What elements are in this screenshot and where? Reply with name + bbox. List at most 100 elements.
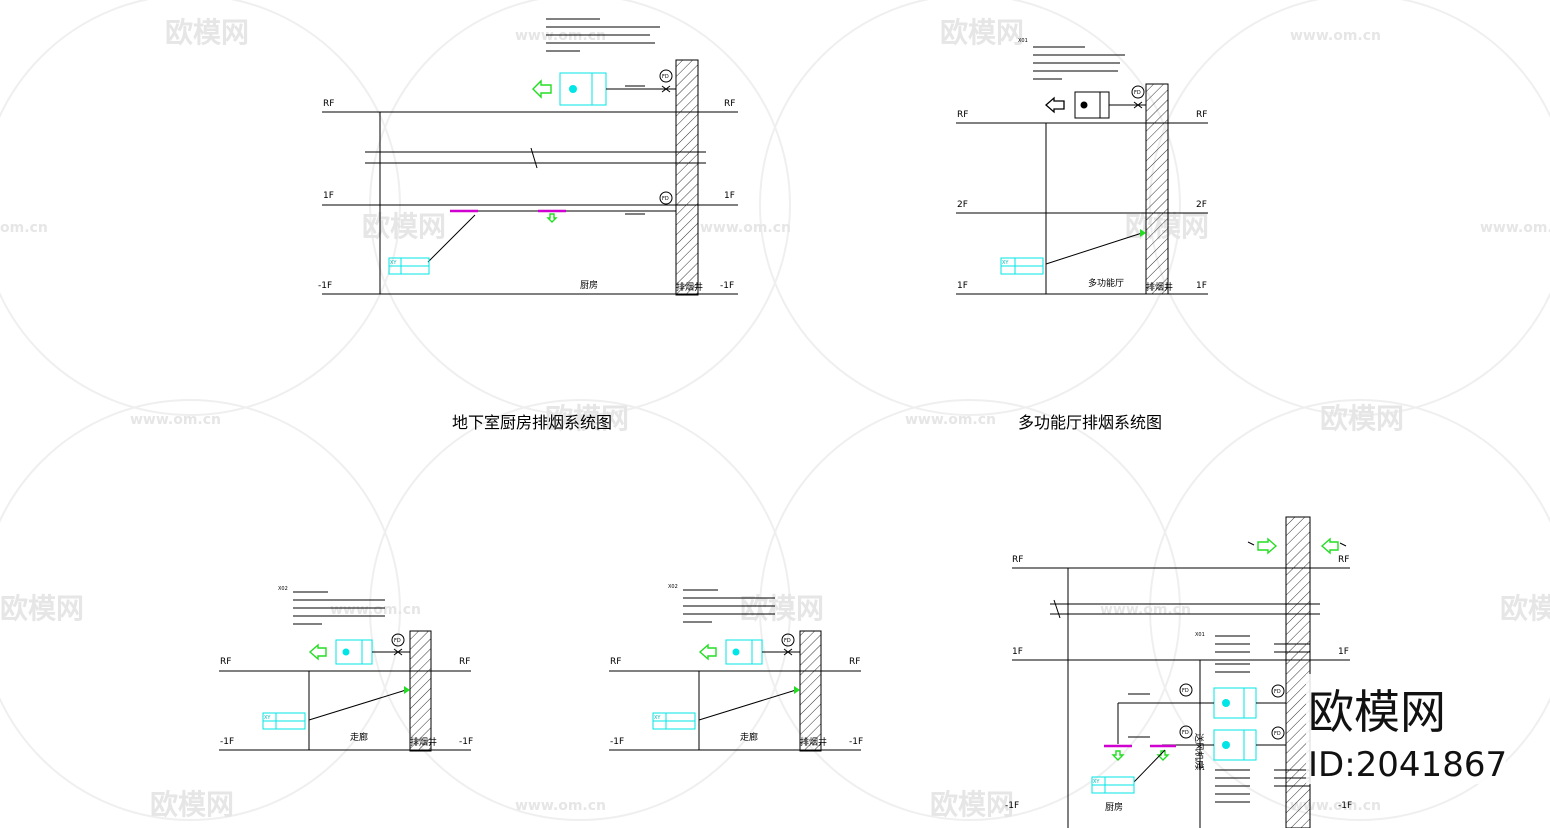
floor-label-1f: 1F (1012, 647, 1023, 657)
fire-damper-label: FD (662, 74, 669, 80)
floor-label-rf: RF (610, 657, 621, 667)
watermark-brand: 欧模网 (1320, 402, 1404, 435)
airflow-arrow-icon (1156, 750, 1170, 761)
exhaust-fan (308, 639, 373, 665)
exhaust-fan (1045, 91, 1110, 119)
exhaust-fan (698, 639, 763, 665)
room-label-shaft: 排烟井 (676, 281, 703, 293)
kitchen-supply-exhaust-diagram: RF RF 1F 1F -1F -1F X01 X01 (1005, 516, 1352, 828)
room-label-kitchen: 厨房 (580, 279, 598, 291)
fire-damper-label: FD (1134, 90, 1141, 96)
smoke-outlet-tag: XY (654, 715, 661, 721)
watermark-url: www.om.cn (700, 220, 791, 236)
watermark-url-fragment: om.cn (0, 220, 48, 236)
floor-label-rf: RF (459, 657, 470, 667)
floor-label-1f: 1F (1196, 281, 1207, 291)
watermark-brand: 欧模网 (740, 592, 824, 625)
watermark-url: www.om.cn (515, 798, 606, 814)
floor-label-b1: -1F (610, 737, 624, 747)
watermark-brand: 欧模网 (1500, 592, 1550, 625)
brand-id: ID:2041867 (1308, 745, 1507, 785)
hall-smoke-exhaust-diagram: X01 FD RF RF 2F 2F 1F 1F (956, 38, 1208, 432)
watermark-brand: 欧模网 (150, 788, 234, 821)
floor-label-1f: 1F (1338, 647, 1349, 657)
airflow-arrow-icon (546, 213, 558, 223)
supply-fan (1213, 687, 1257, 719)
smoke-shaft (1145, 83, 1169, 295)
diagram-title-hall: 多功能厅排烟系统图 (1018, 413, 1162, 432)
fan-spec-block (546, 18, 660, 52)
fire-damper-label: FD (1274, 731, 1281, 737)
watermark-url: www.om.cn (1290, 28, 1381, 44)
floor-label-b1: -1F (849, 737, 863, 747)
watermark-brand: 欧模网 (940, 16, 1024, 49)
fan-code: X01 (1195, 632, 1205, 638)
exhaust-fan (1213, 729, 1257, 761)
floor-label-rf: RF (957, 110, 968, 120)
floor-label-rf: RF (323, 99, 334, 109)
airflow-arrow-icon (1320, 537, 1339, 555)
brand-name: 欧模网 (1308, 685, 1446, 739)
smoke-shaft (799, 630, 822, 752)
floor-label-2f: 2F (1196, 200, 1207, 210)
brand-corner: 欧模网 ID:2041867 (1306, 674, 1507, 785)
watermark-url: www.om.cn (330, 602, 421, 618)
fan-code: X01 (1018, 38, 1028, 44)
floor-label-2f: 2F (957, 200, 968, 210)
fire-damper-label: FD (1182, 730, 1189, 736)
watermark-url: www.om.cn (905, 412, 996, 428)
watermark-brand: 欧模网 (0, 592, 84, 625)
floor-label-b1: -1F (220, 737, 234, 747)
watermark-brand: 欧模网 (165, 16, 249, 49)
floor-label-b1: -1F (720, 281, 734, 291)
fan-code: X01 (1195, 766, 1205, 772)
floor-label-rf: RF (220, 657, 231, 667)
floor-label-rf: RF (724, 99, 735, 109)
room-label-kitchen: 厨房 (1105, 801, 1123, 813)
smoke-outlet-tag: XY (1002, 260, 1009, 266)
fire-damper-label: FD (1274, 689, 1281, 695)
airflow-arrow-icon (698, 643, 717, 661)
floor-label-b1: -1F (459, 737, 473, 747)
fan-spec-block: X01 (1195, 766, 1310, 803)
kitchen-smoke-exhaust-diagram: FD RF RF 1F 1F -1F -1F FD XY 厨房 排烟井 (318, 18, 738, 432)
fan-spec-block: X02 (278, 586, 385, 625)
diagram-title-kitchen: 地下室厨房排烟系统图 (452, 413, 612, 432)
floor-label-b1: -1F (1338, 801, 1352, 811)
fire-damper-label: FD (1182, 688, 1189, 694)
room-label-corridor: 走廊 (350, 731, 368, 743)
fan-code: X02 (668, 584, 678, 590)
smoke-outlet-tag: XY (1093, 779, 1100, 785)
watermark-url: www.om.cn (130, 412, 221, 428)
airflow-arrow-icon (532, 79, 552, 99)
floor-label-1f: 1F (323, 191, 334, 201)
watermark-brand: 欧模网 (362, 210, 446, 243)
watermark-url: www.om.cn (1480, 220, 1550, 236)
airflow-arrow-icon (1045, 96, 1065, 114)
corridor-smoke-exhaust-diagram-left: X02 FD RF RF -1F -1F XY 走廊 (219, 586, 473, 752)
fan-spec-block: X01 (1195, 632, 1310, 673)
airflow-arrow-icon (1111, 750, 1125, 761)
floor-label-b1: -1F (1005, 801, 1019, 811)
watermark-brand: 欧模网 (545, 402, 629, 435)
airflow-arrow-icon (308, 643, 327, 661)
watermark-brand: 欧模网 (930, 788, 1014, 821)
floor-label-rf: RF (1338, 555, 1349, 565)
floor-label-1f: 1F (957, 281, 968, 291)
fan-code: X02 (278, 586, 288, 592)
floor-label-1f: 1F (724, 191, 735, 201)
fire-damper-label: FD (784, 638, 791, 644)
watermark-url: www.om.cn (515, 28, 606, 44)
airflow-arrow-icon (1257, 537, 1278, 555)
fan-spec-block: X01 (1018, 38, 1125, 80)
floor-label-b1: -1F (318, 281, 332, 291)
fan-spec-block: X02 (668, 584, 775, 623)
floor-label-rf: RF (849, 657, 860, 667)
room-label-corridor: 走廊 (740, 731, 758, 743)
exhaust-fan (532, 72, 607, 106)
smoke-outlet-tag: XY (390, 260, 397, 266)
room-label-shaft: 排烟井 (1146, 281, 1173, 293)
fire-damper-label: FD (662, 196, 669, 202)
